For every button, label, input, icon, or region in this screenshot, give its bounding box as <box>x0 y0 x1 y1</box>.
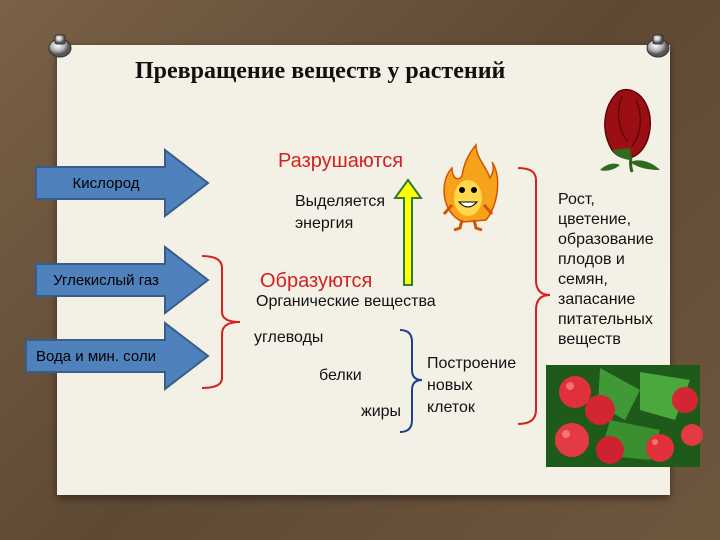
co2-label: Углекислый газ <box>53 271 159 289</box>
fats: жиры <box>361 403 402 420</box>
growth-line-8: веществ <box>558 331 621 348</box>
growth-line-5: семян, <box>558 271 608 288</box>
arrow-water <box>25 320 210 392</box>
pushpin-left-icon <box>48 34 72 58</box>
red-rose-icon <box>600 88 660 173</box>
cells-line-2: новых <box>427 377 473 394</box>
raspberries-photo <box>546 365 703 467</box>
proteins: белки <box>319 367 362 384</box>
cells-line-1: Построение <box>427 355 517 372</box>
growth-line-1: Рост, <box>558 191 595 208</box>
growth-line-7: питательных <box>558 311 653 328</box>
blue-bracket <box>399 329 423 433</box>
pushpin-right-icon <box>646 34 670 58</box>
growth-line-6: запасание <box>558 291 636 308</box>
red-bracket-right <box>517 167 551 425</box>
flame-mascot-icon <box>442 142 499 232</box>
synthesis-label: Образуются <box>260 270 373 292</box>
energy-line-1: Выделяется <box>295 193 386 210</box>
breakdown-label: Разрушаются <box>278 150 404 172</box>
cells-line-3: клеток <box>427 399 475 416</box>
growth-line-4: плодов и <box>558 251 625 268</box>
page-title: Превращение веществ у растений <box>135 58 506 84</box>
arrow-co2 <box>35 244 210 316</box>
oxygen-label: Кислород <box>72 174 140 192</box>
carbohydrates: углеводы <box>254 329 324 346</box>
up-arrow <box>393 178 423 286</box>
growth-line-2: цветение, <box>558 211 632 228</box>
arrow-oxygen <box>35 147 210 219</box>
red-bracket-left <box>201 255 241 389</box>
water-label: Вода и мин. соли <box>36 347 156 365</box>
energy-line-2: энергия <box>295 215 354 232</box>
growth-line-3: образование <box>558 231 654 248</box>
organic-substances: Органические вещества <box>256 293 436 310</box>
